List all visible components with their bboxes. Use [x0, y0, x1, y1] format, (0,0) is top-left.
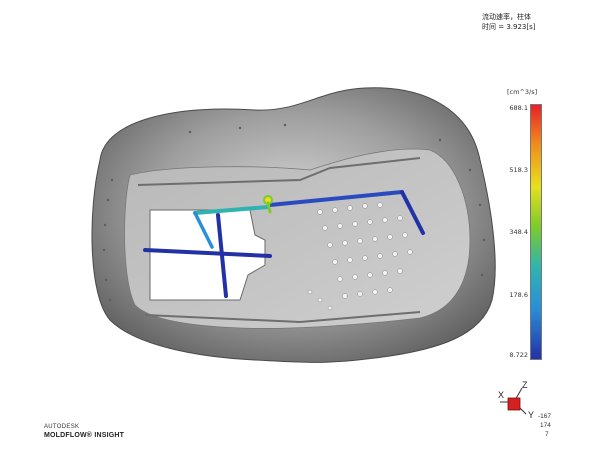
triad-axes-icon — [500, 387, 527, 415]
result-title: 流动速率，柱体 — [482, 13, 531, 21]
brand-autodesk: AUTODESK — [44, 424, 80, 430]
legend-tick-2: 518.3 — [509, 166, 528, 174]
triad-value-3: 7 — [545, 431, 549, 438]
brand-moldflow: MOLDFLOW® INSIGHT — [44, 432, 125, 439]
legend-unit: [cm^3/s] — [507, 88, 538, 96]
perimeter-dots — [102, 123, 486, 302]
runner-system — [143, 190, 425, 298]
runner-horizontal-upper — [268, 190, 404, 207]
runner-horizontal-lower — [143, 248, 272, 258]
triad-y-label: Y — [528, 410, 535, 420]
orientation-triad[interactable]: X Z Y -167 174 7 — [490, 380, 560, 440]
rim-line-top — [137, 157, 421, 186]
runner-diagonal — [193, 211, 214, 249]
legend-tick-3: 348.4 — [509, 228, 528, 236]
triad-value-1: -167 — [538, 413, 552, 420]
triad-z-label: Z — [522, 380, 528, 390]
triad-value-2: 174 — [540, 422, 551, 429]
result-title-block: 流动速率，柱体 时间 = 3.923[s] — [482, 12, 535, 32]
runner-vertical-left — [216, 213, 228, 298]
result-time: 时间 = 3.923[s] — [482, 23, 536, 31]
legend-color-bar — [530, 104, 542, 360]
rim-line-bottom — [144, 311, 421, 324]
triad-x-label: X — [498, 390, 505, 400]
legend-tick-max: 688.1 — [509, 104, 528, 112]
hole-pattern — [307, 202, 413, 311]
legend-tick-min: 8.722 — [509, 351, 528, 359]
legend-tick-4: 178.6 — [509, 291, 528, 299]
sprue-drop — [266, 201, 272, 214]
runner-right-drop — [400, 190, 425, 235]
runner-cyan-segment — [193, 205, 270, 215]
triad-cube-icon — [507, 397, 521, 411]
